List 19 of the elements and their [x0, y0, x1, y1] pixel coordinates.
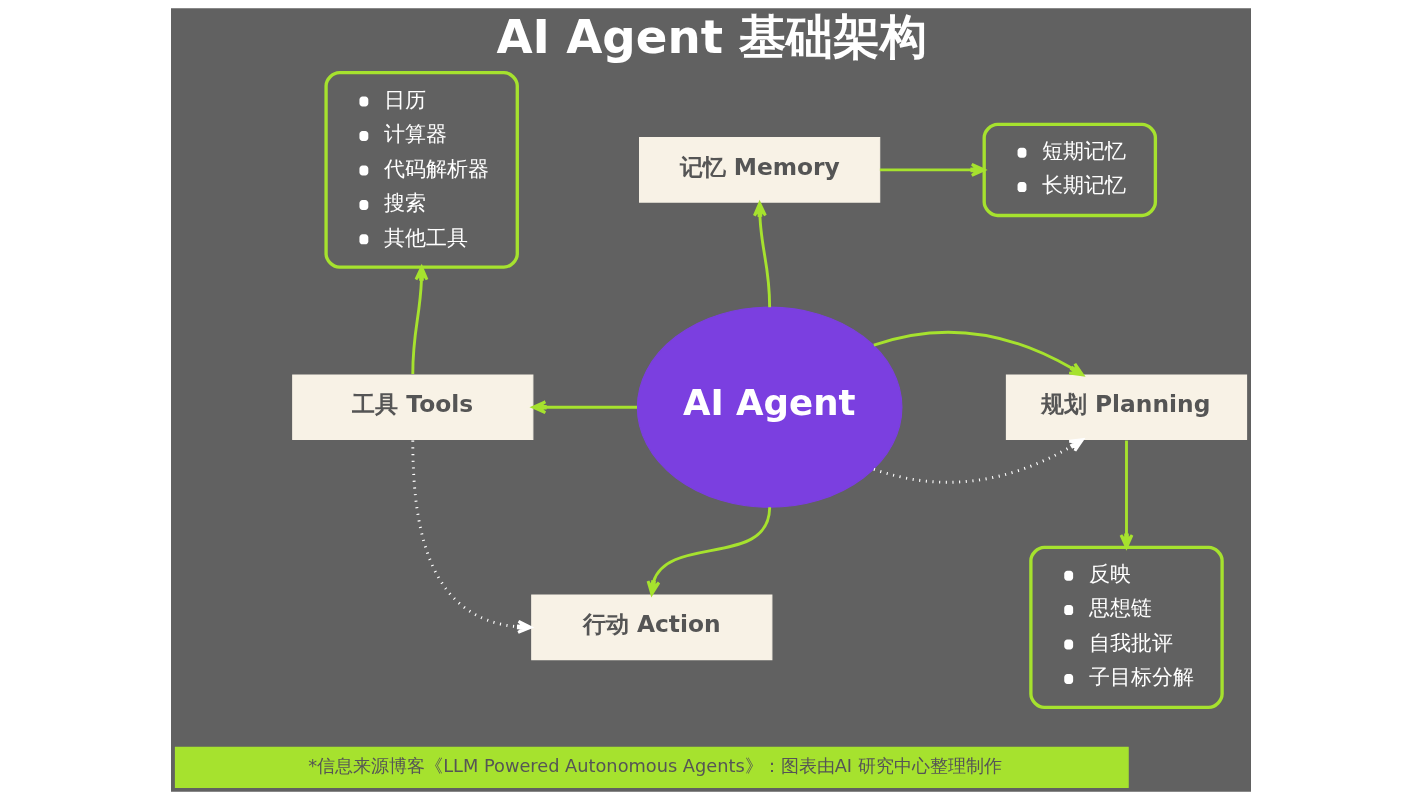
arrow [411, 440, 533, 634]
arrow [531, 400, 637, 415]
node-box: 工具 Tools [292, 374, 534, 440]
node-box: 反映 思想链 自我批评 子目标分解 [1029, 545, 1224, 710]
caption: *信息来源博客《LLM Powered Autonomous Agents》：图表由AI 研究中心整理制作 [308, 754, 1002, 776]
node-box: 短期记忆 长期记忆 [982, 122, 1158, 218]
node-box: 日历 计算器 代码解析器 搜索 其他工具 [324, 70, 519, 269]
arrow [879, 162, 986, 177]
arrow [1119, 440, 1134, 549]
diagram-title: AI Agent 基础架构 [496, 10, 928, 65]
arrow [873, 330, 1084, 377]
arrow [411, 265, 429, 374]
node-ellipse: AI Agent [636, 306, 903, 508]
node-box: 行动 Action [531, 594, 773, 661]
arrow [752, 201, 772, 308]
arrow [873, 438, 1084, 484]
node-box: 记忆 Memory [639, 137, 881, 203]
node-box: 规划 Planning [1005, 374, 1248, 440]
arrow [646, 507, 772, 596]
